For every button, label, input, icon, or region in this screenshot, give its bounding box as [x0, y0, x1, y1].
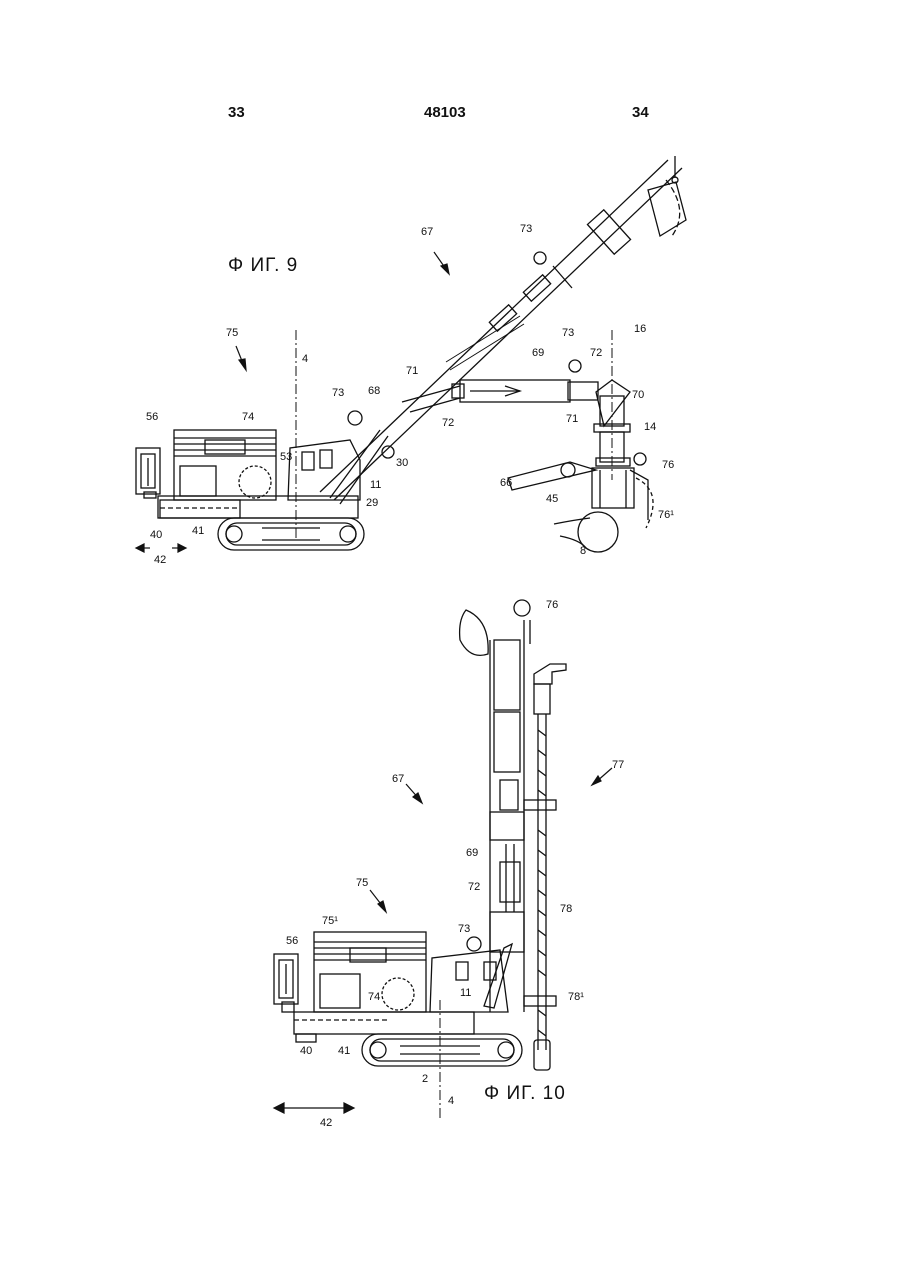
fig9-label-41: 41	[192, 525, 204, 537]
fig10-drill-mast	[524, 664, 566, 1070]
fig9-label-16: 16	[634, 323, 646, 335]
fig9-engine-housing	[174, 430, 276, 500]
fig9-drawing	[136, 156, 686, 552]
fig9-crawler-track	[218, 518, 364, 550]
fig10-label-11: 11	[460, 987, 471, 999]
fig10-label-78: 78	[560, 903, 572, 915]
fig10-drawing	[274, 600, 566, 1118]
fig9-label-72-arm: 72	[590, 347, 602, 359]
fig9-label-74: 74	[242, 411, 254, 423]
fig9-labels: 67 73 73 73 16 75 4 69 72 72 71 71 68 70…	[146, 223, 674, 566]
fig9-label-76-prime: 76¹	[658, 509, 674, 521]
fig10-label-76: 76	[546, 599, 558, 611]
fig10-label-69: 69	[466, 847, 478, 859]
fig9-label-69: 69	[532, 347, 544, 359]
fig10-label-67: 67	[392, 773, 404, 785]
fig10-counterweight	[274, 954, 298, 1012]
fig9-label-66: 66	[500, 477, 512, 489]
fig9-label-76: 76	[662, 459, 674, 471]
fig9-label-71-boom: 71	[406, 365, 418, 377]
fig10-cabin	[430, 950, 508, 1012]
fig10-label-40: 40	[300, 1045, 312, 1057]
fig10-crawler-track	[362, 1034, 522, 1066]
fig10-label-72: 72	[468, 881, 480, 893]
fig10-label-73: 73	[458, 923, 470, 935]
fig10-label-56: 56	[286, 935, 298, 947]
fig9-label-42: 42	[154, 554, 166, 566]
fig10-label-4: 4	[448, 1095, 454, 1107]
fig10-label-41: 41	[338, 1045, 350, 1057]
fig9-label-30: 30	[396, 457, 408, 469]
fig10-label-78-prime: 78¹	[568, 991, 584, 1003]
fig9-label-73-boom: 73	[332, 387, 344, 399]
fig9-boom	[320, 156, 686, 500]
fig10-label-42: 42	[320, 1117, 332, 1129]
fig10-label-75-prime: 75¹	[322, 915, 338, 927]
fig9-label-72-boom: 72	[442, 417, 454, 429]
fig9-label-75: 75	[226, 327, 238, 339]
fig10-labels: 76 77 67 69 75 72 78 75¹ 56 73 74 11 78¹…	[286, 599, 624, 1129]
fig9-label-8: 8	[580, 545, 586, 557]
fig9-label-4: 4	[302, 353, 308, 365]
fig9-label-67: 67	[421, 226, 433, 238]
fig10-label-75: 75	[356, 877, 368, 889]
fig9-label-14: 14	[644, 421, 656, 433]
fig9-label-56: 56	[146, 411, 158, 423]
fig10-label-2: 2	[422, 1073, 428, 1085]
fig9-outrigger	[160, 500, 240, 518]
fig9-label-40: 40	[150, 529, 162, 541]
fig9-counterweight	[136, 448, 160, 498]
fig9-label-71-arm: 71	[566, 413, 578, 425]
fig9-label-29: 29	[366, 497, 378, 509]
fig9-label-45: 45	[546, 493, 558, 505]
fig9-label-68: 68	[368, 385, 380, 397]
fig9-tool-head	[508, 380, 653, 552]
fig9-label-11: 11	[370, 479, 381, 491]
fig9-label-53: 53	[280, 451, 292, 463]
fig10-label-74: 74	[368, 991, 380, 1003]
fig9-label-73-arm: 73	[562, 327, 574, 339]
fig10-label-77: 77	[612, 759, 624, 771]
fig9-label-70: 70	[632, 389, 644, 401]
fig9-label-73-top: 73	[520, 223, 532, 235]
